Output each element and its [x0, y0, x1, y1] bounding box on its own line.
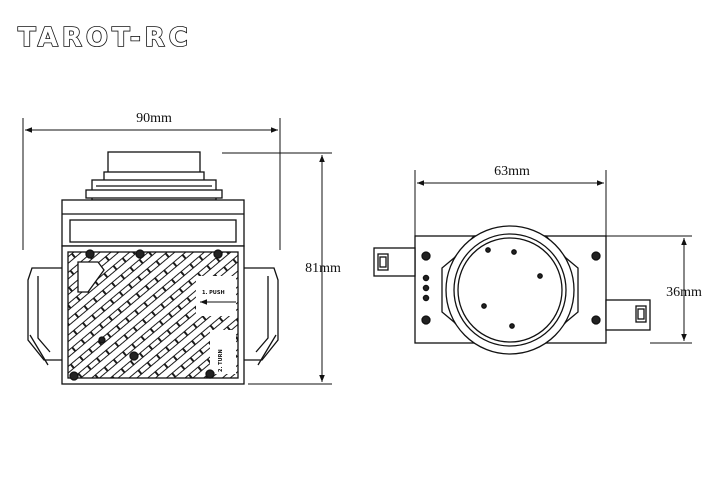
push-label: 1. PUSH: [202, 290, 225, 296]
top-width-label: 63mm: [494, 164, 530, 179]
front-width-label: 90mm: [136, 111, 172, 126]
top-height-dimension: 36mm: [666, 238, 702, 341]
top-width-dimension: 63mm: [417, 164, 604, 186]
front-height-label: 81mm: [305, 261, 341, 276]
front-width-dimension: 90mm: [25, 111, 278, 133]
brand-logo: TAROT-RC: [18, 23, 192, 53]
top-view: [373, 170, 692, 355]
top-height-label: 36mm: [666, 285, 702, 300]
front-height-dimension: 81mm: [305, 155, 341, 382]
front-view: [22, 118, 332, 385]
turn-label: 2. TURN: [218, 349, 224, 372]
